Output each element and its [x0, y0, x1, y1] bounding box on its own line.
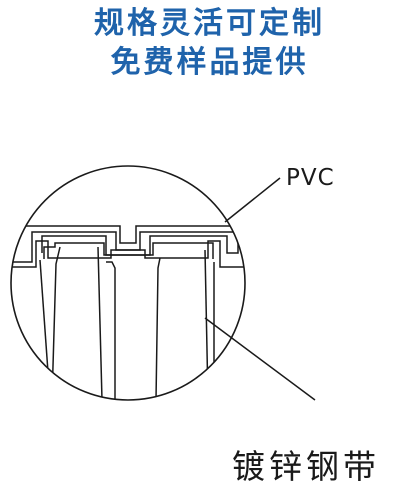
- strip-edge-5: [155, 257, 161, 400]
- headline-line-1: 规格灵活可定制: [94, 6, 325, 41]
- steel-strip-profile: [11, 231, 239, 263]
- pvc-leader-line: [224, 177, 281, 223]
- steel-leader-line: [204, 317, 316, 401]
- steel-strip-inner: [43, 242, 214, 259]
- headline-line-2: 免费样品提供: [110, 45, 309, 80]
- magnifier-circle: [10, 165, 246, 401]
- galvanized-steel-label: 镀锌钢带: [232, 447, 380, 486]
- pvc-jacket-outline: [11, 225, 245, 244]
- strip-edge-4: [106, 261, 116, 400]
- strip-edge-2: [51, 246, 61, 400]
- strip-edge-3: [97, 246, 103, 400]
- pvc-label: PVC: [286, 165, 335, 191]
